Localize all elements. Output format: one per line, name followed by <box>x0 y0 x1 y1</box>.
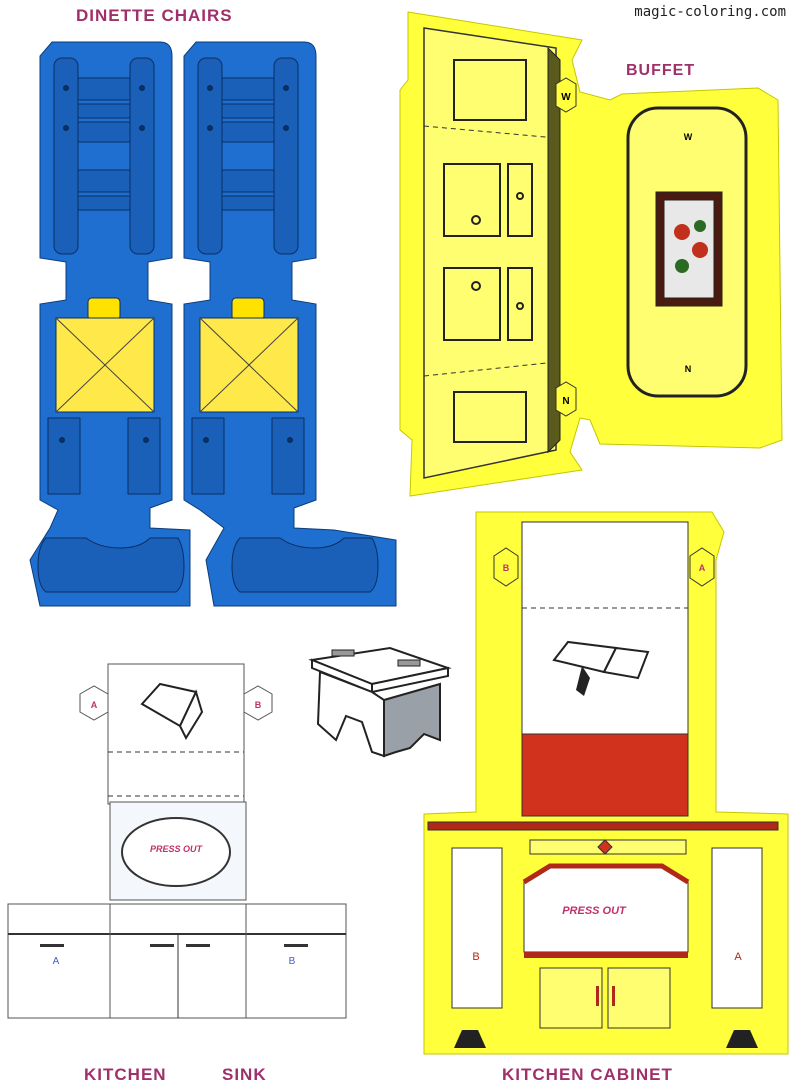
cabinet-tab-a: A <box>699 563 706 573</box>
kitchen-cabinet-cutout[interactable]: B A B A PRESS OUT <box>423 511 789 1055</box>
kitchen-sink-title-word1: KITCHEN <box>84 1065 167 1084</box>
buffet-cutout[interactable]: W N W N <box>399 11 783 497</box>
cabinet-side-letter-b: B <box>472 951 479 963</box>
buffet-tray-mark-n: N <box>685 364 692 374</box>
buffet-tab-n: N <box>562 396 569 407</box>
cabinet-press-out-label: PRESS OUT <box>562 905 627 917</box>
kitchen-cabinet-title: KITCHEN CABINET <box>502 1065 673 1084</box>
step-stool-illustration <box>308 646 452 758</box>
site-watermark: magic-coloring.com <box>634 4 786 20</box>
buffet-title: BUFFET <box>626 62 696 79</box>
kitchen-sink-title-word2: SINK <box>222 1065 267 1084</box>
buffet-tray-mark-w: W <box>684 132 693 142</box>
sink-door-letter-b: B <box>289 956 296 967</box>
buffet-tab-w: W <box>561 92 571 103</box>
sink-press-out-label: PRESS OUT <box>150 844 204 854</box>
sink-tab-a: A <box>91 700 98 710</box>
dinette-chair-cutout-1[interactable] <box>29 41 191 607</box>
kitchen-sink-cutout[interactable]: A B PRESS OUT A B <box>7 663 347 1019</box>
sink-door-letter-a: A <box>53 956 60 967</box>
sink-tab-b: B <box>255 700 262 710</box>
cabinet-tab-b: B <box>503 563 510 573</box>
dinette-chairs-title: DINETTE CHAIRS <box>76 6 233 25</box>
cabinet-side-letter-a: A <box>734 951 742 963</box>
dinette-chair-cutout-2[interactable] <box>183 41 397 607</box>
